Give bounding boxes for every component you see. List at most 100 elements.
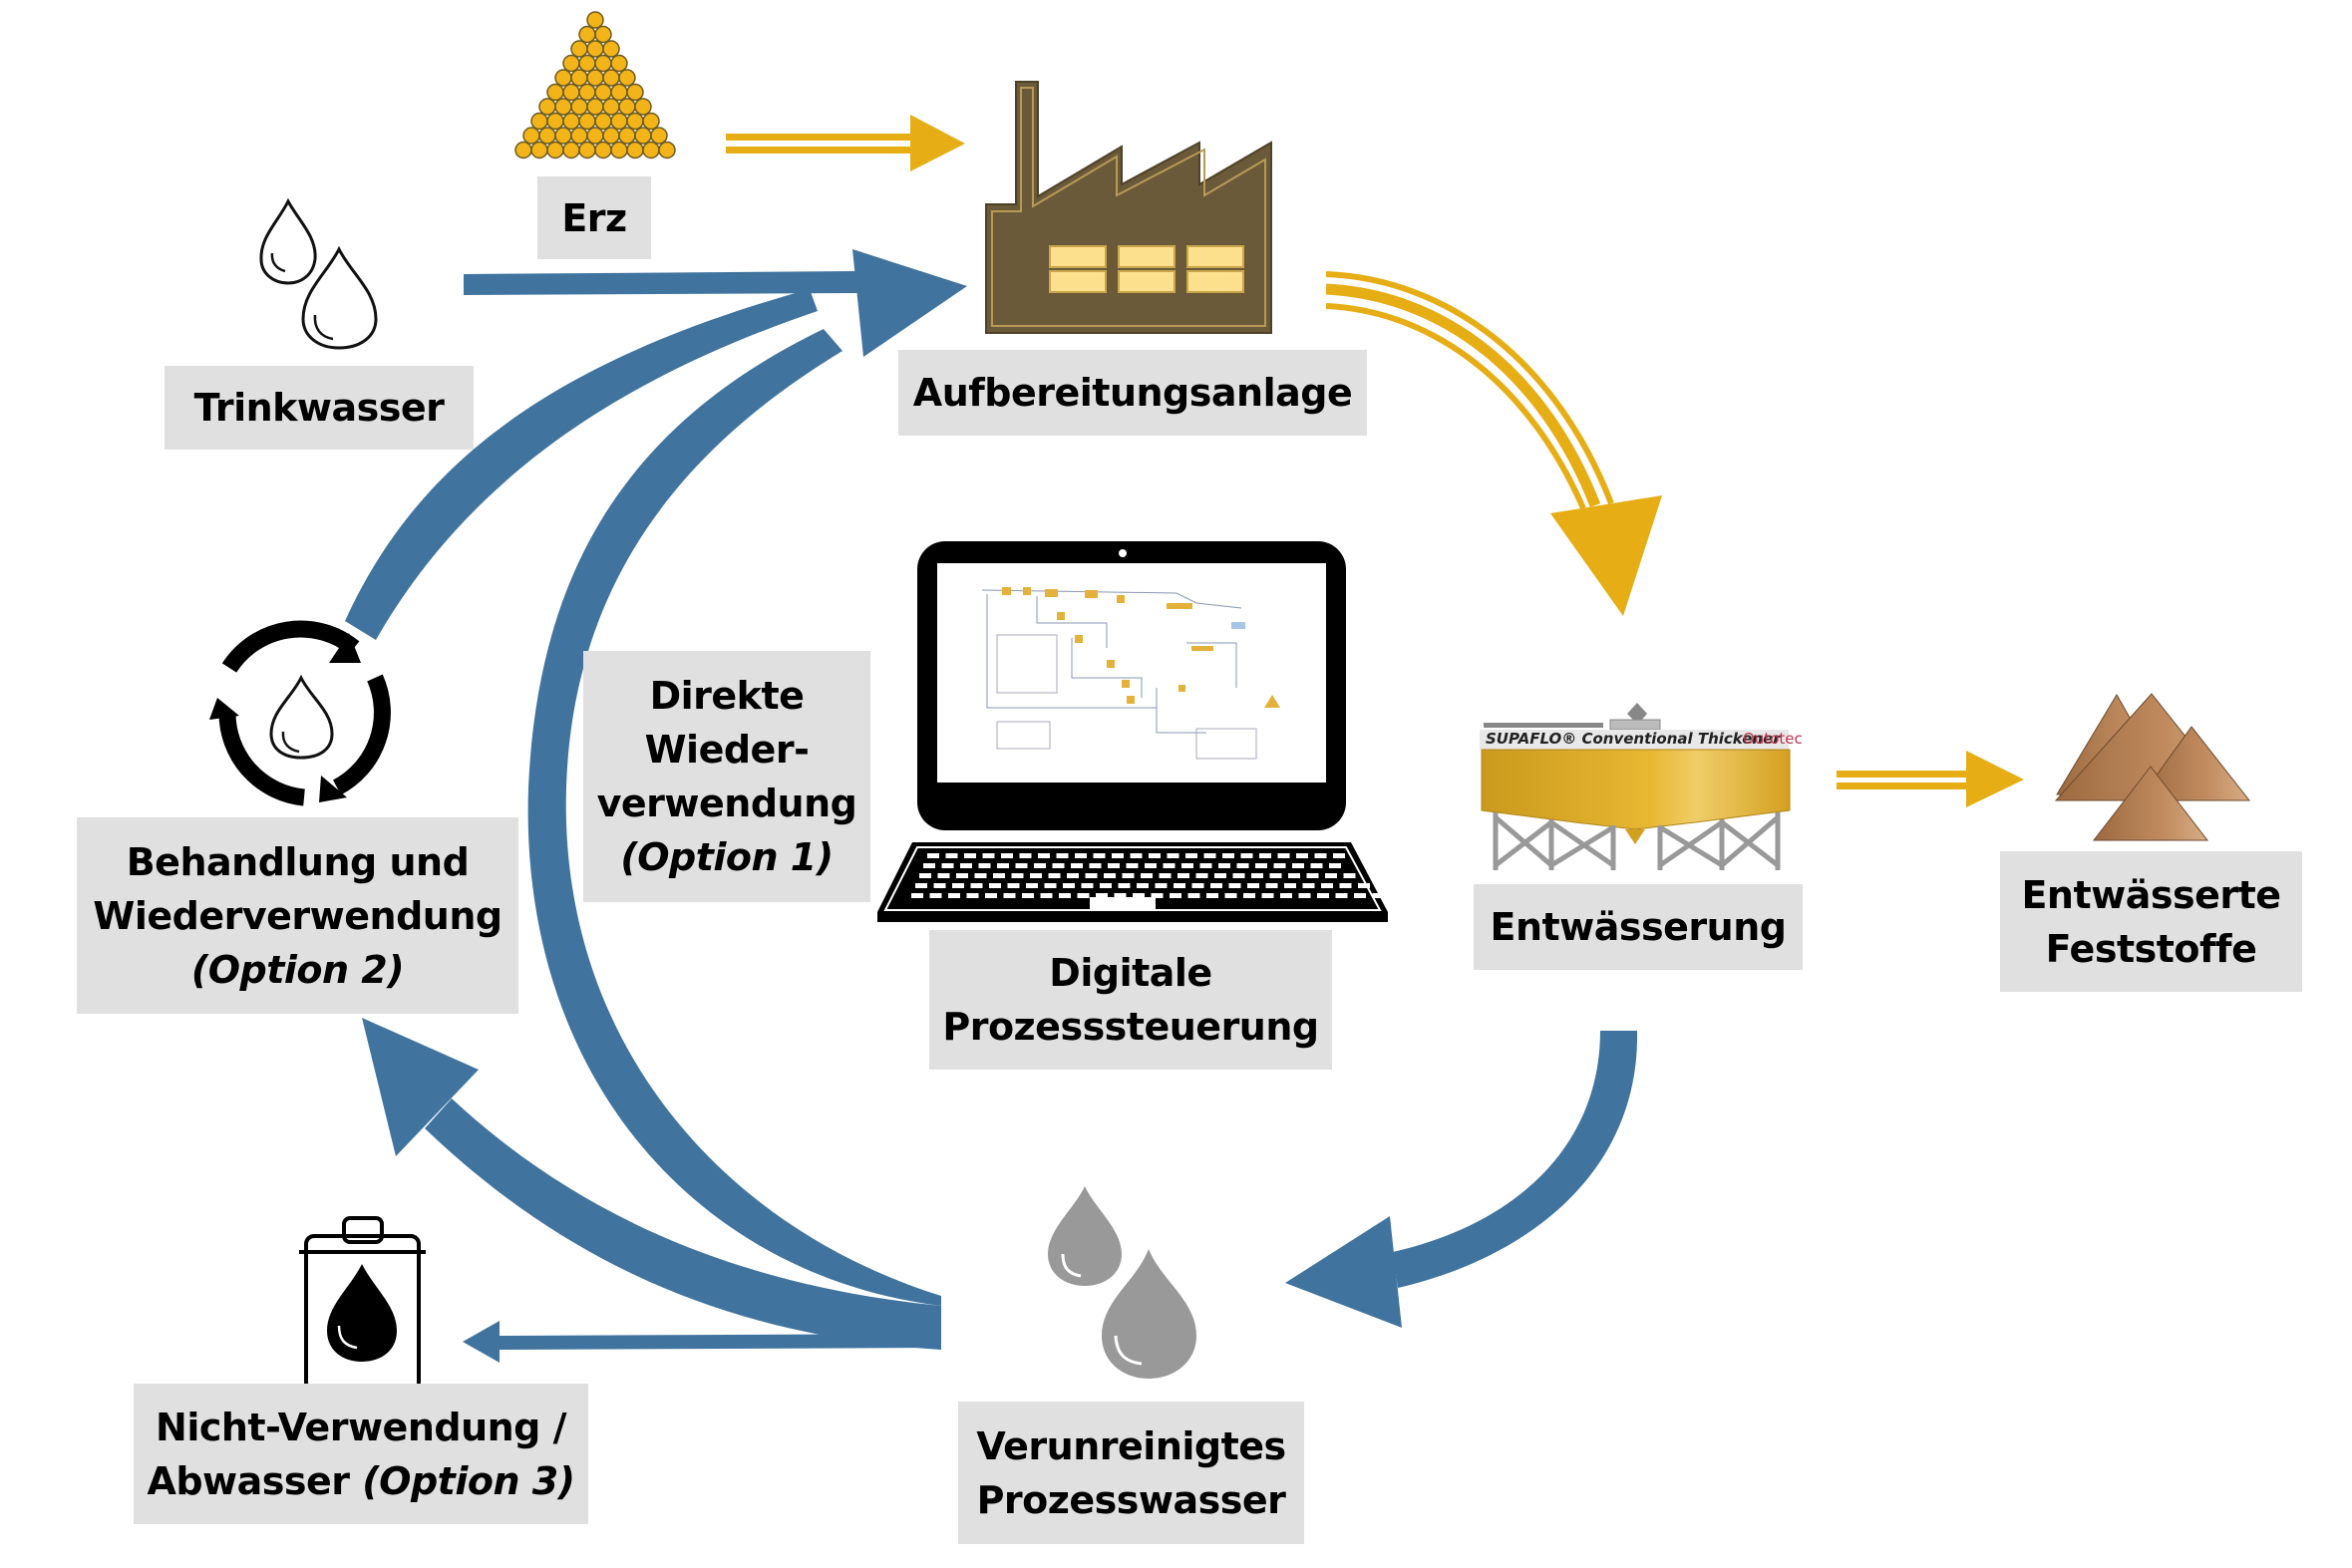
ore-nugget — [610, 54, 628, 73]
keyboard-key — [1321, 883, 1333, 888]
keyboard-key — [1339, 883, 1352, 888]
label-option1-line2: Wieder- — [644, 728, 810, 772]
label-aufbereitungsanlage: Aufbereitungsanlage — [898, 350, 1367, 436]
ore-nugget — [642, 112, 660, 131]
label-option1-line1: Direkte — [649, 674, 805, 718]
label-option3-line1: Nicht-Verwendung / — [156, 1405, 566, 1449]
keyboard-key — [1003, 893, 1016, 898]
ore-nugget — [594, 141, 612, 159]
keyboard-key — [1280, 893, 1292, 898]
keyboard-key — [1195, 873, 1208, 878]
arrowhead-into-process-water — [1285, 1216, 1402, 1328]
thickener-brand: Outotec — [1743, 730, 1803, 748]
keyboard-key — [982, 853, 995, 858]
ore-nugget — [610, 141, 628, 159]
label-prozesswasser-line2: Prozesswasser — [976, 1477, 1286, 1522]
keyboard-key — [929, 893, 942, 898]
thickener-equipment-title: SUPAFLO® Conventional Thickener — [1486, 730, 1781, 748]
label-option1: Direkte Wieder- verwendung (Option 1) — [583, 651, 870, 902]
keyboard-key — [1203, 853, 1216, 858]
keyboard-key — [1199, 863, 1212, 868]
arrow-solids-shaft-bottom — [1837, 783, 1966, 789]
keyboard-key — [1044, 883, 1057, 888]
keyboard-key — [1040, 893, 1053, 898]
ore-nugget — [578, 83, 596, 102]
ore-nugget — [602, 40, 620, 58]
ore-nugget — [578, 141, 596, 159]
keyboard-key — [993, 873, 1005, 878]
label-option3: Nicht-Verwendung / Abwasser (Option 3) — [134, 1384, 588, 1524]
keyboard-key — [1259, 853, 1271, 858]
waste-water-bin-icon — [299, 1216, 426, 1393]
solids-piles-icon — [2054, 693, 2251, 841]
keyboard-key — [1335, 893, 1348, 898]
ore-nugget — [586, 11, 604, 29]
ore-nugget — [602, 69, 620, 87]
keyboard-key — [1265, 883, 1278, 888]
ore-nugget — [634, 127, 652, 145]
keyboard-key — [1093, 853, 1106, 858]
water-flow-arrows — [345, 249, 1638, 1363]
keyboard-key — [1296, 853, 1308, 858]
ore-nugget — [546, 83, 564, 102]
keyboard-key — [1030, 873, 1042, 878]
label-digitale-prozesssteuerung: Digitale Prozesssteuerung — [929, 930, 1332, 1070]
keyboard-key — [1288, 873, 1300, 878]
arrowhead-ore-to-plant — [910, 115, 965, 171]
ore-nugget — [626, 141, 644, 159]
keyboard-key — [1284, 883, 1296, 888]
keyboard-key — [927, 853, 939, 858]
ore-nugget — [618, 69, 636, 87]
keyboard-key — [1001, 853, 1013, 858]
keyboard-key — [1314, 853, 1327, 858]
keyboard-key — [1292, 863, 1304, 868]
keyboard-key — [1067, 873, 1079, 878]
ore-nugget — [586, 69, 604, 87]
keyboard-key — [1329, 863, 1341, 868]
keyboard-key — [1187, 893, 1200, 898]
ore-nugget — [650, 127, 668, 145]
ore-nugget — [530, 112, 548, 131]
keyboard-key — [1333, 853, 1345, 858]
arrowhead-into-treatment — [362, 1018, 479, 1156]
keyboard-key — [1145, 863, 1157, 868]
arrow-plant-to-dewatering-line3 — [1325, 303, 1586, 510]
keyboard-key — [911, 893, 923, 898]
recycle-water-icon — [209, 620, 391, 806]
keyboard-key — [1022, 893, 1034, 898]
ore-nugget — [570, 40, 588, 58]
label-feststoffe-line1: Entwässerte — [2021, 872, 2281, 917]
ore-nugget — [546, 112, 564, 131]
keyboard-key — [1174, 883, 1185, 888]
arrow-direct-reuse-to-plant — [527, 329, 941, 1306]
keyboard-key — [937, 873, 950, 878]
factory-windows — [1049, 245, 1244, 293]
keyboard-key — [1151, 893, 1164, 898]
ore-nugget — [530, 141, 548, 159]
keyboard-key — [1317, 893, 1329, 898]
label-option2-line1: Behandlung und — [126, 839, 470, 884]
keyboard-key — [1302, 883, 1315, 888]
keyboard-key — [1085, 873, 1098, 878]
arrow-treatment-to-plant — [345, 289, 818, 640]
arrow-ore-shaft-bottom — [726, 147, 910, 154]
keyboard-key — [1026, 883, 1038, 888]
keyboard-key — [1100, 883, 1112, 888]
label-prozesswasser-line1: Verunreinigtes — [976, 1423, 1286, 1468]
ore-nugget — [594, 83, 612, 102]
keyboard-key — [1034, 863, 1046, 868]
label-erz: Erz — [537, 176, 651, 259]
keyboard-key — [966, 893, 979, 898]
ore-nugget — [570, 69, 588, 87]
label-entwaesserung-text: Entwässerung — [1490, 905, 1787, 949]
arrow-process-water-to-treatment — [425, 1098, 941, 1350]
laptop-icon — [877, 541, 1388, 922]
keyboard-key — [985, 893, 997, 898]
keyboard-key — [1240, 853, 1253, 858]
ore-nugget — [562, 112, 580, 131]
ore-nugget — [522, 127, 540, 145]
keyboard-key — [941, 863, 954, 868]
keyboard-key — [919, 873, 931, 878]
ore-nugget — [618, 98, 636, 116]
